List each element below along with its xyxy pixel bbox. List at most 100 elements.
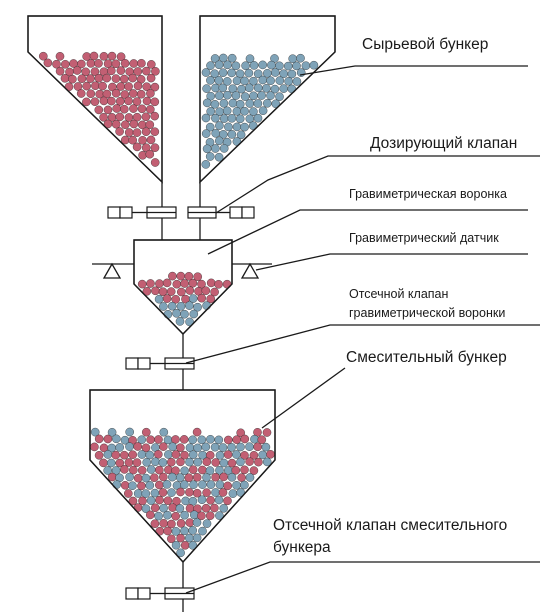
label-gravimetric-sensor: Гравиметрический датчик — [349, 231, 499, 245]
granule — [240, 122, 249, 132]
granule — [124, 489, 133, 498]
granule — [132, 128, 142, 137]
granule — [102, 73, 112, 83]
granule — [129, 59, 138, 68]
granule — [159, 442, 168, 451]
granule — [262, 457, 272, 467]
granule — [43, 58, 53, 68]
mixing-cutoff-valve[interactable] — [125, 587, 195, 600]
granule — [218, 83, 228, 93]
granule — [180, 279, 189, 288]
leader-gravimetric-sensor — [255, 253, 528, 271]
granule — [180, 510, 189, 520]
granule — [219, 53, 228, 63]
granule — [192, 518, 202, 527]
granule — [258, 75, 268, 85]
granule — [150, 158, 160, 167]
granule — [253, 442, 262, 452]
granule — [167, 301, 177, 311]
dosing-valve-right[interactable] — [187, 206, 255, 219]
granule — [296, 68, 306, 77]
granule — [124, 458, 134, 467]
granule — [262, 428, 272, 437]
granule — [218, 443, 228, 452]
granule — [155, 279, 164, 288]
granule — [145, 120, 155, 129]
granule — [235, 114, 245, 124]
granule — [68, 74, 77, 84]
granule — [146, 105, 155, 114]
granule — [166, 287, 176, 296]
granule — [125, 427, 134, 437]
granule — [176, 548, 185, 558]
granule — [184, 272, 194, 281]
granule — [107, 96, 116, 106]
granule — [82, 81, 91, 91]
granule — [115, 458, 125, 468]
granule — [115, 97, 125, 106]
granule — [227, 443, 236, 452]
granule — [198, 526, 207, 536]
granule — [89, 51, 99, 61]
granule — [240, 106, 249, 116]
granule — [150, 488, 160, 498]
granule — [223, 60, 232, 70]
granule — [279, 84, 288, 93]
granule — [206, 294, 215, 304]
granule — [150, 503, 160, 513]
granule — [232, 122, 242, 132]
granule — [111, 74, 121, 83]
granule — [266, 91, 275, 100]
granule — [125, 472, 134, 482]
granule — [201, 442, 211, 452]
raw-hopper-left — [27, 15, 163, 184]
granule — [254, 457, 263, 467]
granule — [91, 81, 100, 90]
granule — [193, 457, 203, 467]
granule — [275, 92, 284, 101]
granule — [180, 526, 189, 536]
granule — [179, 435, 189, 444]
granule — [180, 450, 189, 460]
granule — [250, 434, 259, 444]
granule — [249, 61, 259, 70]
granule — [76, 89, 86, 98]
granule — [133, 67, 143, 76]
granule — [150, 473, 159, 482]
granule — [129, 465, 138, 475]
granule — [171, 527, 181, 536]
granule — [163, 496, 173, 505]
granule — [111, 59, 121, 69]
granule — [154, 511, 163, 521]
granule — [287, 84, 297, 94]
granule — [201, 129, 211, 138]
granule — [240, 76, 249, 86]
granule — [236, 428, 245, 438]
granule — [211, 458, 220, 467]
granule — [249, 107, 258, 116]
granule — [176, 457, 185, 467]
granule — [219, 130, 228, 139]
granule — [151, 67, 160, 76]
granule — [168, 442, 177, 451]
label-mixing-cutoff-valve-line2: бункера — [273, 539, 331, 556]
granule — [223, 496, 232, 506]
granule — [214, 60, 224, 70]
funnel-cutoff-valve[interactable] — [125, 357, 195, 370]
dosing-valve-left[interactable] — [107, 206, 177, 219]
granule — [258, 106, 268, 115]
granule — [138, 136, 147, 145]
granule — [188, 465, 198, 474]
granule — [103, 466, 112, 475]
granule — [215, 451, 225, 460]
granule — [128, 481, 137, 490]
granule — [163, 526, 172, 536]
granule — [128, 450, 137, 459]
leader-mixing-hopper — [261, 367, 346, 429]
granule — [61, 60, 70, 69]
granule — [180, 480, 189, 489]
granule — [146, 510, 155, 520]
granule — [55, 66, 65, 76]
granule — [55, 52, 65, 61]
granule — [227, 130, 237, 139]
